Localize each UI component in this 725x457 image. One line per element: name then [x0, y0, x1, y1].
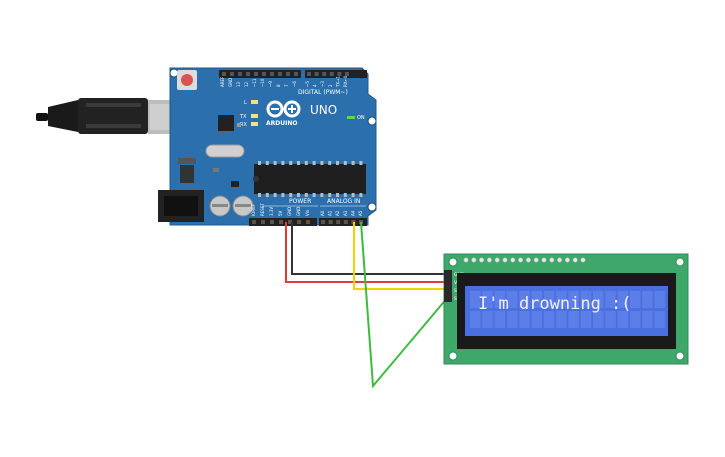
bottom-pin-hole[interactable] [288, 220, 292, 224]
digital-pin-label: ~11 [252, 78, 257, 87]
digital-pin-label: 13 [236, 81, 241, 87]
bottom-pin-label: GND [296, 207, 301, 216]
bottom-pin-label: A3 [343, 210, 348, 216]
wire-scl[interactable] [360, 221, 449, 389]
digital-pin-hole[interactable] [345, 72, 349, 76]
usb-cable[interactable] [36, 98, 172, 134]
digital-pin-hole[interactable] [307, 72, 311, 76]
bottom-pin-hole[interactable] [343, 220, 348, 224]
digital-pin-hole[interactable] [329, 72, 334, 76]
bottom-pin-hole[interactable] [336, 220, 341, 224]
digital-pin-label: 12 [244, 81, 249, 87]
digital-pin-label: TX→1 [335, 75, 340, 88]
bottom-pin-hole[interactable] [252, 220, 256, 224]
digital-pin-label: ~6 [292, 81, 297, 87]
digital-pin-hole[interactable] [278, 72, 282, 76]
bottom-pin-label: A4 [350, 210, 355, 216]
bottom-pin-hole[interactable] [321, 220, 325, 224]
bottom-pin-hole[interactable] [328, 220, 333, 224]
digital-pin-hole[interactable] [246, 72, 250, 76]
bottom-pin-label: A5 [358, 210, 363, 216]
bottom-pin-hole[interactable] [306, 220, 310, 224]
bottom-pin-label: 5V [278, 210, 283, 216]
status-leds: L TX RX [239, 100, 258, 128]
wire-vcc[interactable] [285, 222, 448, 283]
on-led [347, 116, 355, 119]
digital-pin-hole[interactable] [337, 72, 342, 76]
digital-pin-label: 2 [328, 84, 333, 87]
bottom-pin-hole[interactable] [279, 220, 283, 224]
reset-button[interactable] [177, 70, 197, 90]
wire-sda[interactable] [353, 222, 448, 290]
digital-header-label: DIGITAL (PWM~) [298, 89, 348, 96]
digital-pin-label: AREF [220, 76, 225, 87]
digital-pin-label: ~10 [260, 78, 265, 87]
lcd-i2c-pins[interactable] [444, 270, 452, 302]
usb-chip [218, 115, 234, 131]
digital-pin-holes [222, 72, 349, 76]
bottom-pin-label: IOREF [251, 203, 256, 216]
atmega-chip [253, 164, 366, 194]
voltage-regulator [180, 165, 194, 183]
bottom-pin-label: RESET [260, 203, 265, 216]
lcd-display-text: I'm drowning :( [478, 294, 632, 314]
led-label-l: L [244, 100, 247, 106]
chip-pins [258, 161, 363, 197]
model-label: UNO [310, 103, 337, 117]
bottom-pin-hole[interactable] [297, 220, 301, 224]
digital-pin-label: 4 [313, 84, 318, 87]
digital-pin-hole[interactable] [230, 72, 234, 76]
digital-pin-hole[interactable] [238, 72, 242, 76]
capacitors [209, 195, 254, 217]
power-label: POWER [289, 198, 311, 205]
digital-pin-label: ~9 [268, 81, 273, 87]
led-label-tx: TX [239, 114, 247, 120]
digital-pin-header[interactable] [219, 70, 367, 78]
crystal [205, 144, 245, 158]
digital-pin-hole[interactable] [314, 72, 319, 76]
bottom-pin-label: 3.3V [269, 207, 274, 216]
digital-pin-hole[interactable] [270, 72, 274, 76]
bottom-pin-hole[interactable] [270, 220, 274, 224]
lcd-top-pin-holes [463, 257, 586, 263]
analog-in-label: ANALOG IN [327, 198, 360, 205]
digital-pin-label: ~5 [305, 81, 310, 87]
brand-label: ARDUINO [266, 120, 297, 127]
digital-pin-label: RX←0 [343, 75, 348, 87]
lcd-module[interactable]: GND VCC SDA SCL I'm drowning :( [443, 253, 689, 365]
bottom-pin-label: Vin [305, 209, 310, 216]
bottom-pin-label: GND [287, 207, 292, 216]
digital-pin-hole[interactable] [222, 72, 226, 76]
bottom-pin-hole[interactable] [261, 220, 265, 224]
digital-pin-hole[interactable] [286, 72, 290, 76]
wires[interactable] [285, 221, 449, 389]
bottom-pin-label: A0 [320, 210, 325, 216]
analog-pin-header[interactable] [319, 218, 367, 226]
digital-pin-label: GND [228, 78, 233, 87]
digital-pin-label: 7 [284, 84, 289, 87]
arduino-logo-icon [266, 100, 301, 118]
digital-pin-hole[interactable] [262, 72, 266, 76]
bottom-pin-label: A2 [335, 210, 340, 216]
lcd-character-cells [470, 291, 665, 328]
on-label: ON [357, 115, 365, 121]
bottom-pin-label: A1 [328, 210, 333, 216]
digital-pin-hole[interactable] [254, 72, 258, 76]
digital-pin-label: ~3 [320, 81, 325, 87]
wire-gnd[interactable] [291, 222, 448, 275]
digital-pin-hole[interactable] [294, 72, 298, 76]
led-label-rx: RX [240, 122, 247, 128]
power-jack[interactable] [158, 190, 204, 222]
digital-pin-hole[interactable] [322, 72, 327, 76]
digital-pin-label: 8 [276, 84, 281, 87]
